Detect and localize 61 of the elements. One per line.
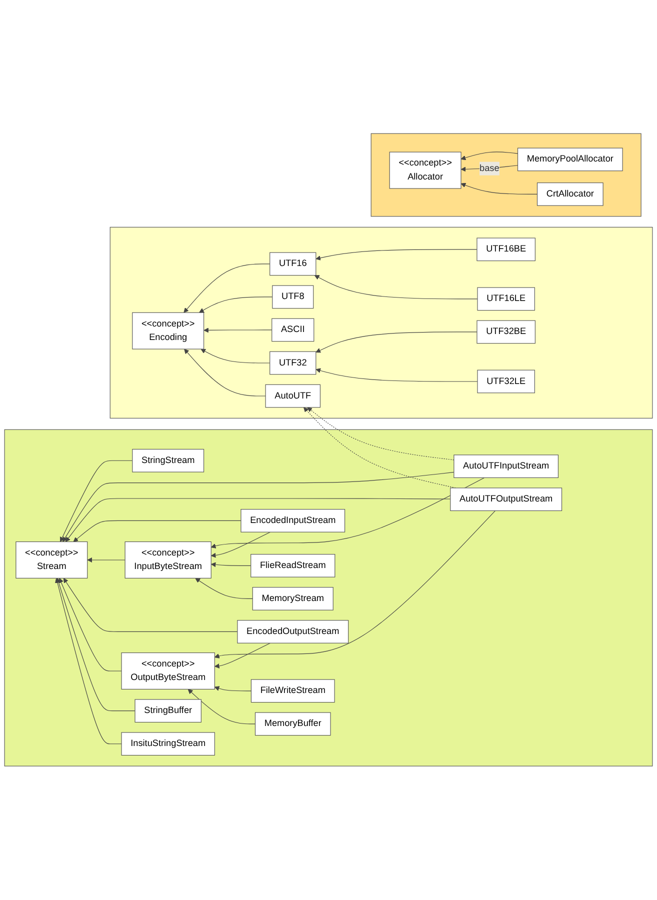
cluster — [370, 133, 642, 217]
node-box: UTF32LE — [477, 370, 535, 394]
arrow — [460, 152, 518, 160]
node-box: CrtAllocator — [536, 182, 604, 206]
node-box: UTF16 — [270, 252, 316, 276]
node-box: UTF8 — [272, 285, 314, 309]
arrow — [307, 407, 454, 460]
node-box: ASCII — [272, 318, 314, 342]
node-box: <<concept>> Stream — [16, 542, 88, 579]
cluster — [110, 227, 653, 419]
arrow — [65, 498, 451, 542]
arrow — [316, 368, 478, 382]
node-box: <<concept>> Allocator — [389, 152, 462, 189]
node-box: <<concept>> OutputByteStream — [121, 652, 215, 690]
node-box: UTF32 — [270, 352, 316, 375]
arrow — [58, 578, 122, 672]
node-box: StringStream — [132, 449, 204, 472]
node-box: MemoryBuffer — [254, 712, 331, 736]
arrow — [210, 532, 271, 558]
arrow — [314, 275, 478, 300]
node-box: UTF16BE — [476, 238, 536, 262]
arrow — [204, 328, 272, 333]
arrow — [55, 578, 122, 744]
arrow — [63, 578, 238, 632]
arrow — [188, 689, 256, 724]
arrow — [184, 349, 266, 396]
node-box: InsituStringStream — [121, 732, 215, 756]
node-box: StringBuffer — [134, 699, 202, 723]
arrow — [214, 686, 252, 692]
arrow — [460, 183, 538, 195]
node-box: <<concept>> Encoding — [132, 312, 204, 350]
arrow — [316, 332, 478, 353]
arrow — [214, 643, 271, 669]
arrow — [62, 472, 454, 542]
node-box: AutoUTFOutputStream — [450, 488, 562, 512]
arrow — [199, 296, 273, 314]
arrow — [210, 562, 252, 568]
arrow — [195, 578, 253, 600]
arrow — [73, 520, 242, 542]
arrow — [200, 349, 270, 364]
node-box: UTF16LE — [477, 287, 535, 311]
node-box: MemoryPoolAllocator — [517, 148, 623, 172]
node-box: AutoUTFInputStream — [454, 454, 558, 478]
node-box: MemoryStream — [252, 587, 334, 611]
edge-label: base — [480, 164, 500, 174]
node-box: EncodedInputStream — [240, 509, 346, 533]
node-box: <<concept>> InputByteStream — [124, 542, 212, 579]
arrow — [184, 264, 270, 314]
arrow — [303, 407, 456, 488]
arrow — [214, 510, 496, 659]
node-box: FlieReadStream — [250, 554, 336, 578]
arrow — [316, 249, 478, 261]
cluster — [4, 430, 653, 767]
node-box: EncodedOutputStream — [237, 620, 349, 644]
arrow — [60, 460, 133, 542]
arrow — [87, 558, 126, 563]
node-box: UTF32BE — [476, 320, 536, 344]
node-box: FileWriteStream — [250, 679, 335, 703]
arrow — [210, 478, 485, 549]
arrow — [56, 578, 136, 712]
node-box: AutoUTF — [265, 384, 320, 408]
